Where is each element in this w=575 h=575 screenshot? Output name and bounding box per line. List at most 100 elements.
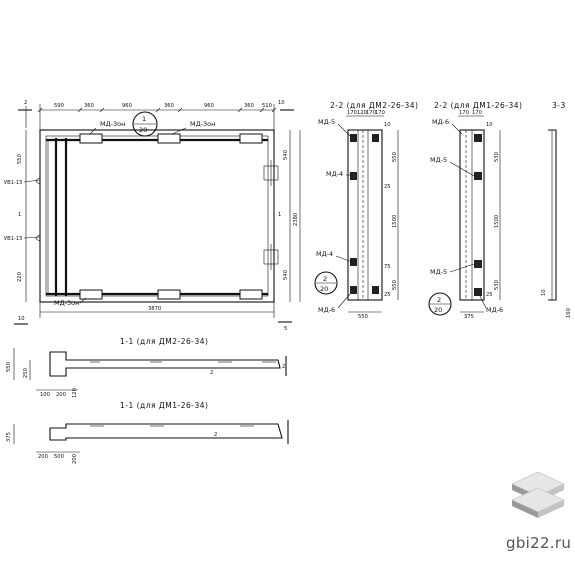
view22b-right-dim-1: 530 <box>494 152 500 162</box>
plan-top-tick <box>37 107 43 113</box>
section1b-dim-2: 200 <box>38 454 48 460</box>
view22b-top-dim-1: 170 <box>459 110 469 116</box>
plan-top-dim-4: 360 <box>164 103 174 109</box>
plan-plate-top-1 <box>79 133 103 144</box>
view22b-small-dim-2: 25 <box>486 292 493 298</box>
view22a-small-dim-3: 75 <box>384 264 391 270</box>
section1a-title: 1-1 (для ДМ2-26-34) <box>120 337 208 346</box>
view22a-plate-2 <box>350 172 357 180</box>
section1b-dim-1: 375 <box>6 432 12 442</box>
section1a-dim-4: 200 <box>56 392 66 398</box>
section1a-dim-3: 100 <box>40 392 50 398</box>
view22a-label-md4-b: МД-4 <box>316 250 333 258</box>
view22b-label-md6: МД-6 <box>486 306 503 314</box>
view22a-right-dim-2: 1500 <box>392 215 398 228</box>
plan-top-tick <box>177 107 183 113</box>
plan-top-dim-7: 510 <box>262 103 272 109</box>
view33-dim-2: 160 <box>566 308 572 318</box>
view22a-top-dim-1: 170 <box>347 110 357 116</box>
watermark-text: gbi22.ru <box>506 534 572 552</box>
view22a-title: 2-2 (для ДМ2-26-34) <box>330 101 418 110</box>
view22b-right-dim-2: 1500 <box>494 215 500 228</box>
view22a-right-dim-3: 550 <box>392 280 398 290</box>
plan-plate-top-3 <box>239 133 263 144</box>
view22a-callout-top: 2 <box>323 275 327 283</box>
plan-right-dim-1: 540 <box>283 150 289 160</box>
section11-dm1: 1-1 (для ДМ1-26-34) 375 200 500 200 2 <box>6 401 289 464</box>
plan-top-dim-5: 960 <box>204 103 214 109</box>
view22a-callout-bottom: 20 <box>320 285 328 293</box>
plan-left-loop-2 <box>35 234 41 242</box>
view22a-plate-4 <box>350 286 357 294</box>
plan-plate-top-2 <box>157 133 181 144</box>
plan-inner-outline <box>45 135 269 297</box>
section1b-dim-3: 500 <box>54 454 64 460</box>
view22b-right-dim-3: 530 <box>494 280 500 290</box>
section1a-dim-5: 120 <box>72 388 78 398</box>
plan-left-dim-1: 550 <box>17 154 23 164</box>
view22a-top-dim-3: 170 <box>366 110 376 116</box>
stacked-slabs-logo-icon <box>511 471 565 518</box>
view33-dim-1: 10 <box>541 289 547 296</box>
view22b-top-dim-2: 170 <box>472 110 482 116</box>
section1b-mark-1: 2 <box>214 432 217 438</box>
view33-title: 3-3 <box>552 101 566 110</box>
section1a-profile <box>49 351 281 377</box>
view22a-top-dim-2: 120 <box>357 110 367 116</box>
plan-label-md3-c: МД-3он <box>54 299 79 307</box>
view22a-top-dim-4: 170 <box>375 110 385 116</box>
plan-top-tick <box>155 107 161 113</box>
section1a-mark-1: 2 <box>210 370 213 376</box>
view22a-callout-circle <box>314 271 338 295</box>
plan-mark-top-right: 10 <box>278 100 285 106</box>
plan-top-tick <box>237 107 243 113</box>
section1a-dim-1: 550 <box>6 362 12 372</box>
plan-top-tick <box>77 107 83 113</box>
view22b-callout-circle <box>428 292 452 316</box>
view22b-label-md-top: МД-6 <box>432 118 449 126</box>
view33: 3-3 10 160 <box>541 101 572 318</box>
plan-top-tick <box>259 107 265 113</box>
plan-top-dim-2: 360 <box>84 103 94 109</box>
plan-label-yv1-a: УВ1-15 <box>4 180 23 186</box>
view22a-right-dim-1: 550 <box>392 152 398 162</box>
section1a-mark-2: 2 <box>282 364 285 370</box>
view22a-body <box>347 129 383 301</box>
section11-dm2: 1-1 (для ДМ2-26-34) 550 250 100 200 120 … <box>6 337 287 398</box>
section1b-title: 1-1 (для ДМ1-26-34) <box>120 401 208 410</box>
plan-plate-bottom-2 <box>157 289 181 300</box>
plan-section-mark-2: 1 <box>278 212 281 218</box>
view22a-plate-3 <box>350 258 357 266</box>
plan-section-mark-1: 1 <box>18 212 21 218</box>
view22a-small-dim-1: 10 <box>384 122 391 128</box>
view22-dm1: 2-2 (для ДМ1-26-34) 170 170 530 1500 530… <box>428 101 522 320</box>
plan-top-dim-1: 590 <box>54 103 64 109</box>
view22a-bottom-dim: 550 <box>358 314 368 320</box>
plan-mark-top-left: 2 <box>24 100 27 106</box>
plan-outline <box>39 129 275 303</box>
view22a-small-dim-2: 25 <box>384 184 391 190</box>
plan-callout-circle <box>132 111 158 137</box>
view22b-callout-bottom: 20 <box>434 306 442 314</box>
plan-label-md3-b: МД-3он <box>190 120 215 128</box>
plan-right-dim-2: 2380 <box>293 213 299 226</box>
section1a-dim-2: 250 <box>23 368 29 378</box>
plan-top-tick <box>271 107 277 113</box>
plan-plate-bottom-1 <box>79 289 103 300</box>
plan-view: 590 360 960 360 960 360 510 2 10 550 220… <box>4 100 301 332</box>
plan-right-dim-3: 540 <box>283 270 289 280</box>
view22a-label-md6: МД-6 <box>318 306 335 314</box>
view22b-small-dim-1: 10 <box>486 122 493 128</box>
view22b-plate-1 <box>474 134 482 142</box>
plan-mark-bottom-right: 5 <box>284 326 287 332</box>
view22a-plate-1 <box>350 134 357 142</box>
view22b-callout-top: 2 <box>437 296 441 304</box>
plan-top-dim-6: 360 <box>244 103 254 109</box>
plan-mark-bottom-left: 10 <box>18 316 25 322</box>
plan-label-yv1-b: УВ1-15 <box>4 236 23 242</box>
view22a-label-md4-a: МД-4 <box>326 170 343 178</box>
section1b-profile <box>49 423 283 441</box>
plan-left-loop-1 <box>35 177 41 185</box>
view22-dm2: 2-2 (для ДМ2-26-34) 170 120 170 170 550 … <box>314 101 418 320</box>
